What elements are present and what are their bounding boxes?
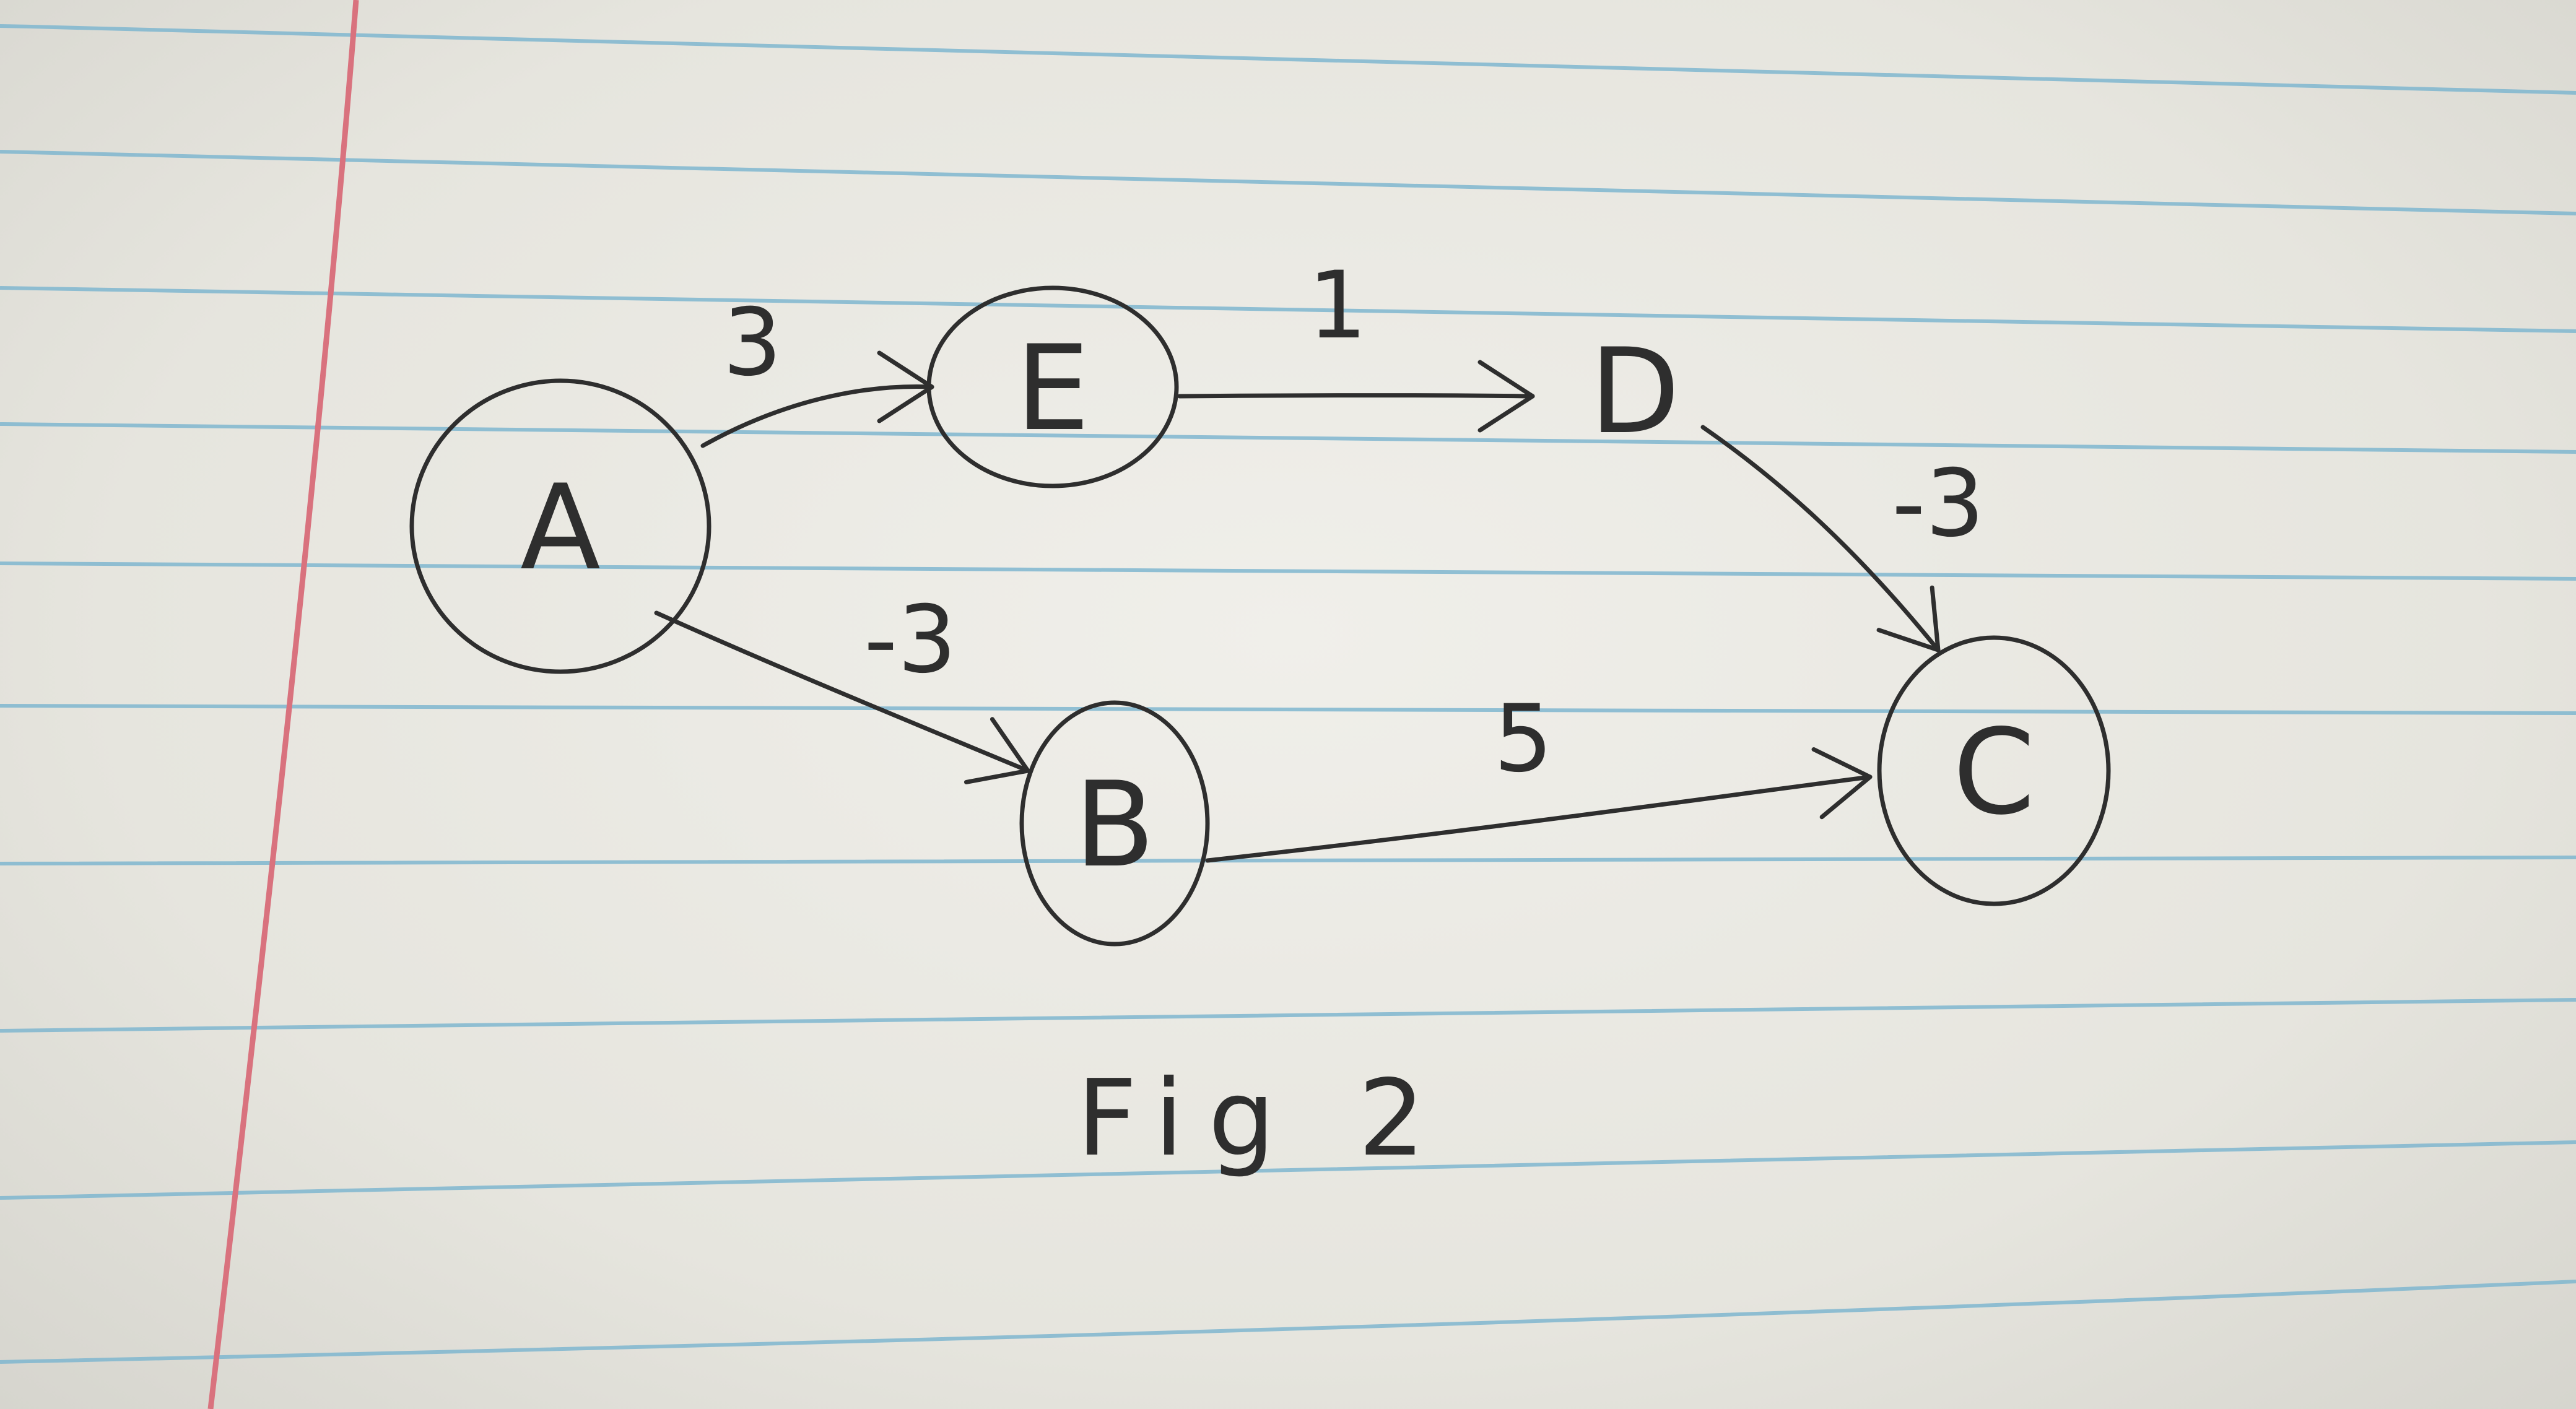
edge-weight-label: -3 [1892, 450, 1985, 558]
graph-nodes: A E D B C [409, 285, 2111, 947]
node-label: E [1016, 320, 1090, 457]
rule-line [0, 704, 2576, 715]
arrowhead [877, 350, 934, 423]
node-d: D [1590, 323, 1680, 460]
rule-line [0, 422, 2576, 454]
rule-line [0, 1280, 2576, 1364]
node-circle [926, 285, 1179, 488]
edge-line [654, 610, 1030, 773]
arrowhead [1811, 747, 1873, 820]
edge-b-c: 5 [1205, 685, 1873, 863]
rule-line [0, 150, 2576, 215]
rule-line [0, 286, 2576, 333]
edge-weight-label: 5 [1494, 685, 1552, 793]
node-label: D [1590, 323, 1680, 460]
edge-line [1177, 393, 1535, 399]
edge-d-c: -3 [1700, 425, 1985, 652]
edge-line [1205, 774, 1873, 863]
node-c: C [1877, 635, 2111, 906]
node-circle [1019, 700, 1210, 947]
figure-caption: Fig 2 [1077, 1057, 1450, 1180]
rule-line [0, 24, 2576, 95]
edge-e-d: 1 [1177, 252, 1535, 433]
arrowhead [1876, 585, 1941, 652]
node-b: B [1019, 700, 1210, 947]
edge-a-e: 3 [700, 289, 934, 448]
arrowhead [1477, 360, 1535, 433]
edge-weight-label: 1 [1308, 252, 1367, 360]
node-e: E [926, 285, 1179, 488]
rule-line [0, 856, 2576, 865]
node-label: B [1074, 757, 1155, 893]
node-circle [409, 378, 711, 674]
node-label: C [1953, 704, 2035, 841]
node-a: A [409, 378, 711, 674]
edge-line [700, 384, 934, 448]
edge-line [1700, 425, 1941, 652]
node-circle [1877, 635, 2111, 906]
node-label: A [520, 459, 601, 596]
edge-weight-label: -3 [864, 586, 957, 694]
margin-line [207, 0, 359, 1409]
graph-edges: 3 1 -3 -3 5 [654, 252, 1985, 863]
arrowhead [964, 717, 1030, 784]
rule-line [0, 561, 2576, 581]
edge-weight-label: 3 [723, 289, 781, 397]
edge-a-b: -3 [654, 586, 1030, 784]
rule-line [0, 998, 2576, 1033]
